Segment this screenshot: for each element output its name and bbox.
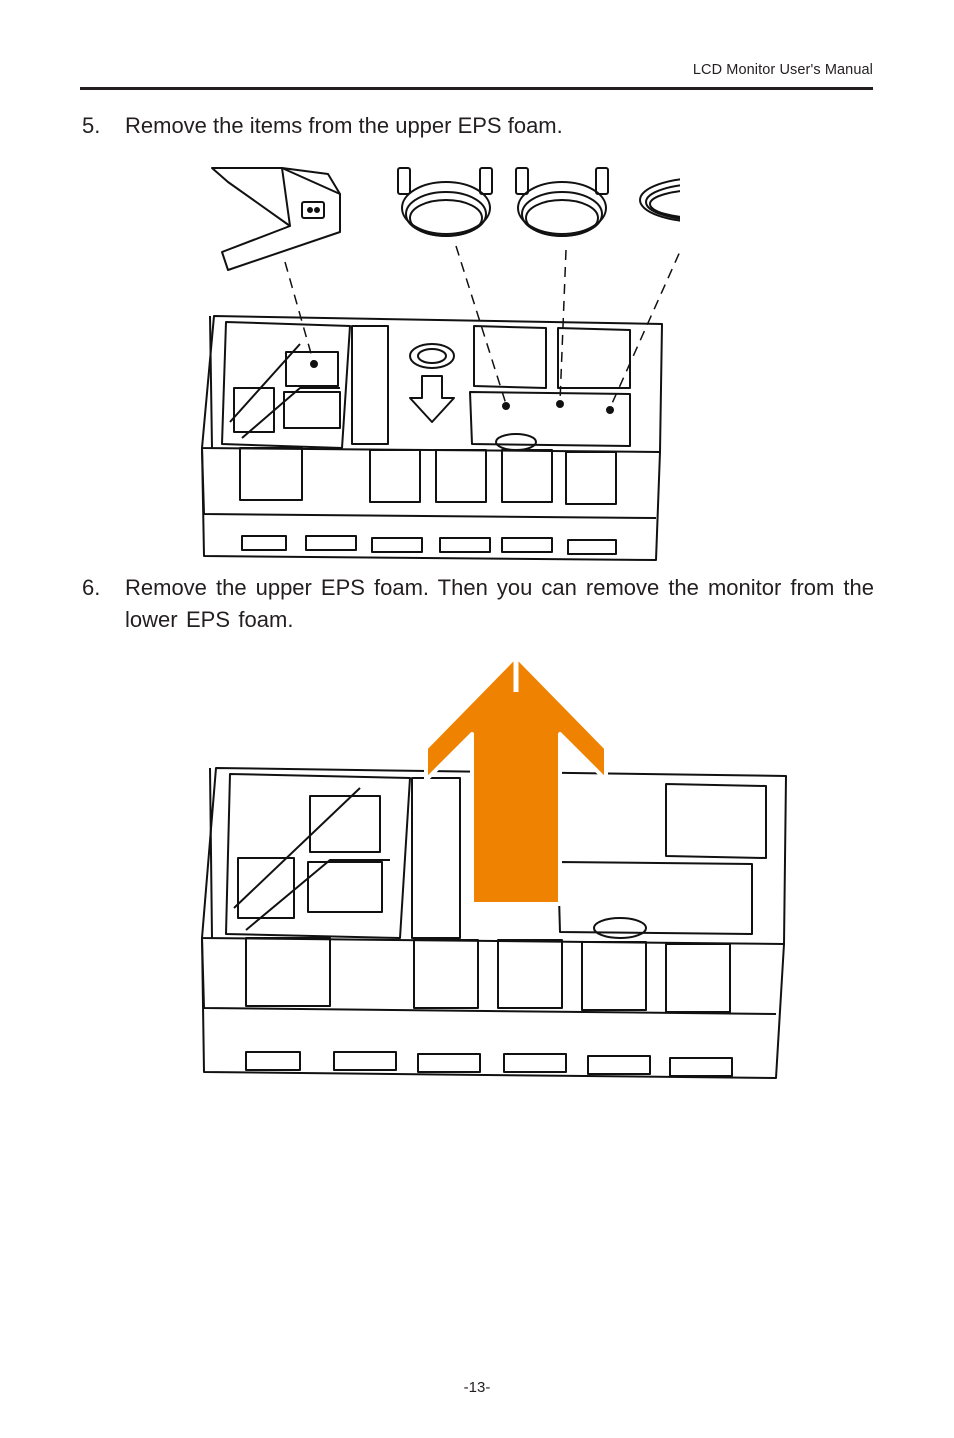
header-rule bbox=[80, 87, 873, 90]
lift-foam-illustration bbox=[201, 654, 787, 1079]
step-text: Remove the upper EPS foam. Then you can … bbox=[125, 575, 874, 632]
step-number: 6. bbox=[82, 575, 101, 600]
cable-2-image bbox=[515, 167, 609, 237]
lift-up-arrow-icon bbox=[424, 654, 608, 906]
step-text: Remove the items from the upper EPS foam… bbox=[125, 113, 563, 138]
cable-1-image bbox=[397, 167, 493, 237]
stand-base-image bbox=[211, 167, 341, 271]
foam-box bbox=[201, 315, 663, 561]
power-cord-image bbox=[639, 178, 680, 222]
step-5: 5. Remove the items from the upper EPS f… bbox=[82, 110, 874, 142]
running-header: LCD Monitor User's Manual bbox=[692, 62, 873, 78]
step-6: 6. Remove the upper EPS foam. Then you c… bbox=[82, 572, 874, 636]
step-number: 5. bbox=[82, 113, 101, 138]
upper-foam-illustration bbox=[201, 167, 680, 561]
page-number: -13- bbox=[463, 1379, 491, 1396]
foam-box bbox=[201, 767, 787, 1079]
